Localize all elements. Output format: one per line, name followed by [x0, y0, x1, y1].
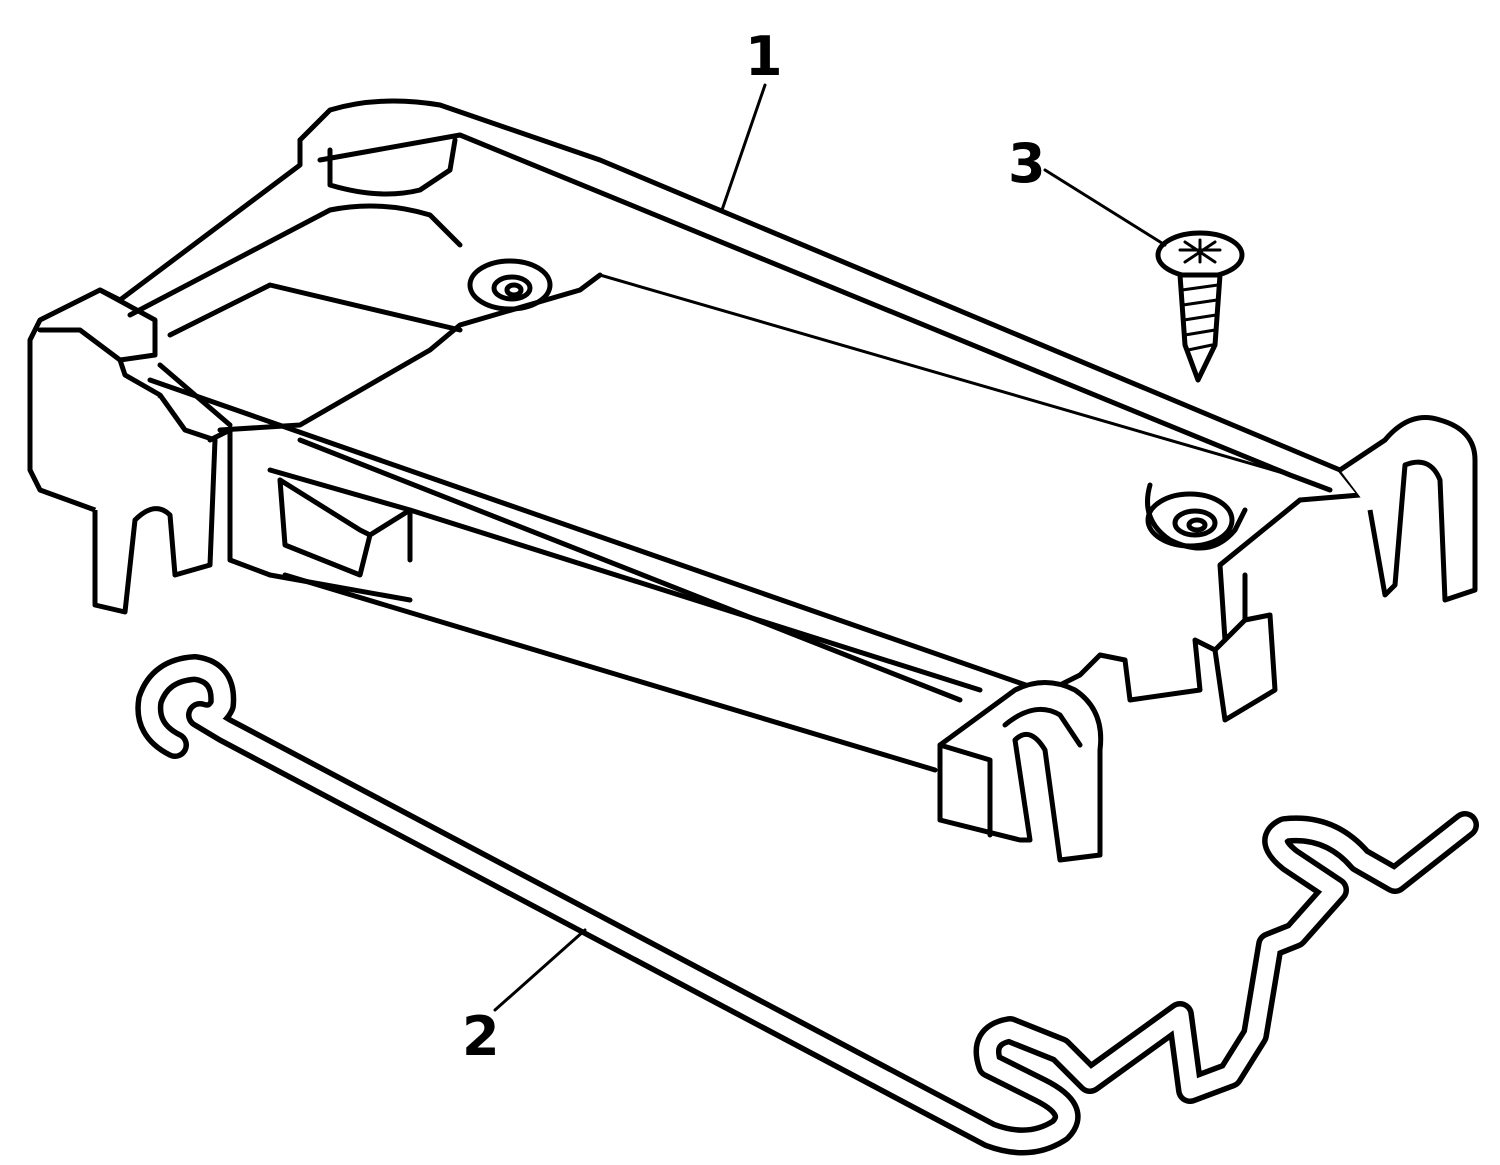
leader-line-2	[493, 928, 587, 1012]
leader-line-3	[1043, 168, 1167, 247]
callout-2: 2	[462, 1005, 500, 1068]
screw	[1155, 230, 1245, 383]
callout-1: 1	[745, 25, 783, 88]
leader-line-1	[720, 83, 767, 212]
leader-lines	[493, 83, 1167, 1012]
callout-3: 3	[1008, 132, 1046, 195]
tray-bracket	[27, 98, 1478, 863]
wire-rod	[135, 654, 1479, 1156]
